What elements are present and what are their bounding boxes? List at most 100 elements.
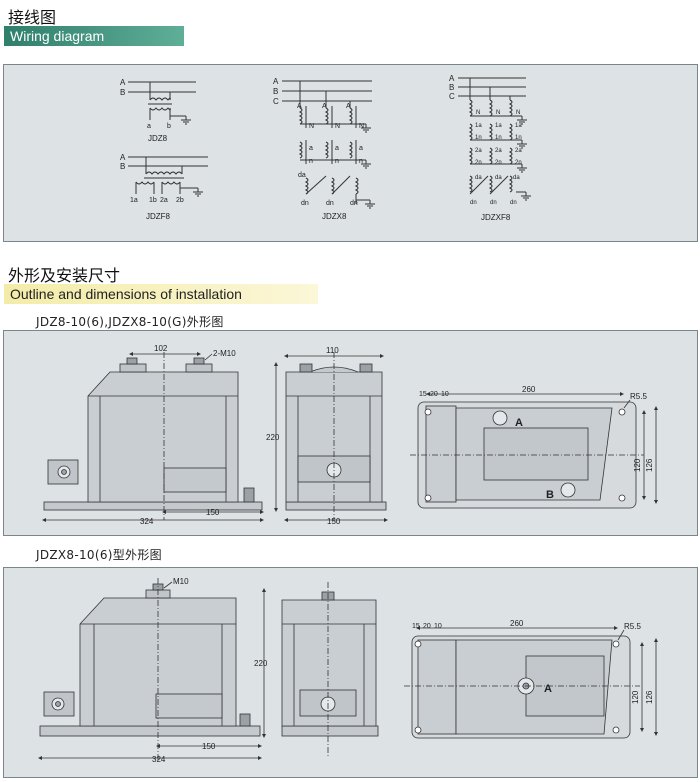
svg-text:1a: 1a — [475, 123, 482, 129]
svg-text:126: 126 — [645, 458, 654, 472]
svg-text:A: A — [120, 78, 126, 87]
svg-text:1a: 1a — [130, 197, 138, 204]
svg-text:2-M10: 2-M10 — [213, 349, 236, 358]
svg-text:324: 324 — [152, 755, 166, 764]
svg-text:1a: 1a — [515, 123, 522, 129]
drawing1-side-view: 110 220 150 — [266, 346, 388, 526]
svg-text:A: A — [297, 103, 302, 110]
svg-text:N: N — [476, 110, 480, 116]
svg-text:1n: 1n — [475, 135, 482, 141]
svg-text:B: B — [546, 489, 554, 501]
svg-text:a: a — [309, 145, 313, 152]
svg-text:126: 126 — [645, 690, 654, 704]
svg-text:20: 20 — [430, 391, 438, 398]
wiring-panel — [3, 64, 698, 242]
svg-text:1n: 1n — [515, 135, 522, 141]
svg-text:N: N — [496, 110, 500, 116]
drawing2-side-view — [281, 582, 379, 756]
svg-text:2n: 2n — [515, 160, 522, 166]
svg-text:260: 260 — [522, 385, 536, 394]
svg-text:R5.5: R5.5 — [624, 622, 641, 631]
svg-text:120: 120 — [631, 690, 640, 704]
svg-text:A: A — [515, 417, 523, 429]
svg-text:a: a — [359, 145, 363, 152]
svg-text:A: A — [120, 153, 126, 162]
wiring-jdzxf8: A B C N N N 1a 1a 1a 1n 1n 1n 2a — [449, 74, 532, 222]
svg-text:C: C — [273, 97, 279, 106]
svg-text:n: n — [335, 158, 339, 165]
svg-text:B: B — [120, 162, 125, 171]
svg-text:A: A — [322, 103, 327, 110]
svg-text:A: A — [449, 74, 455, 83]
svg-text:2a: 2a — [515, 148, 522, 154]
drawing2-subtitle: JDZX8-10(6)型外形图 — [36, 548, 162, 562]
drawing1-subtitle: JDZ8-10(6),JDZX8-10(G)外形图 — [36, 315, 224, 329]
svg-text:dn: dn — [470, 200, 477, 206]
svg-text:15: 15 — [412, 623, 420, 630]
svg-text:2a: 2a — [495, 148, 502, 154]
svg-text:102: 102 — [154, 344, 168, 353]
svg-text:JDZXF8: JDZXF8 — [481, 213, 511, 222]
wiring-jdzx8: A B C A A A N N N a a a n n — [273, 77, 376, 221]
svg-text:220: 220 — [266, 433, 280, 442]
svg-text:2a: 2a — [475, 148, 482, 154]
drawing2-front-view: M10 220 150 324 — [38, 577, 268, 764]
svg-text:a: a — [335, 145, 339, 152]
wiring-title-cn: 接线图 — [8, 8, 57, 27]
svg-text:dn: dn — [326, 200, 334, 207]
svg-text:da: da — [298, 172, 306, 179]
svg-text:10: 10 — [434, 623, 442, 630]
svg-text:N: N — [359, 123, 364, 130]
svg-text:M10: M10 — [173, 577, 189, 586]
svg-text:N: N — [309, 123, 314, 130]
svg-text:N: N — [335, 123, 340, 130]
svg-text:1n: 1n — [495, 135, 502, 141]
svg-text:A: A — [346, 103, 351, 110]
svg-text:150: 150 — [327, 517, 341, 526]
svg-text:15: 15 — [419, 391, 427, 398]
svg-text:2b: 2b — [176, 197, 184, 204]
svg-text:B: B — [120, 88, 125, 97]
svg-text:b: b — [167, 123, 171, 130]
svg-text:B: B — [449, 83, 454, 92]
svg-text:1b: 1b — [149, 197, 157, 204]
svg-text:JDZF8: JDZF8 — [146, 212, 171, 221]
drawing1-front-view: 102 2-M10 324 150 — [42, 344, 264, 526]
svg-text:2n: 2n — [475, 160, 482, 166]
svg-text:a: a — [147, 123, 151, 130]
wiring-jdz8: A B a b JDZ8 — [120, 78, 196, 143]
svg-text:220: 220 — [254, 659, 268, 668]
svg-text:n: n — [359, 158, 363, 165]
outline-title-en: Outline and dimensions of installation — [4, 284, 318, 304]
svg-text:n: n — [309, 158, 313, 165]
outline-title-cn: 外形及安装尺寸 — [8, 266, 121, 285]
svg-text:N: N — [516, 110, 520, 116]
svg-text:JDZX8: JDZX8 — [322, 212, 347, 221]
wiring-jdzf8: A B 1a 1b 2a 2b JDZF8 — [120, 153, 208, 221]
svg-text:10: 10 — [441, 391, 449, 398]
svg-text:260: 260 — [510, 619, 524, 628]
svg-text:da: da — [475, 175, 482, 181]
svg-text:C: C — [449, 92, 455, 101]
svg-text:JDZ8: JDZ8 — [148, 134, 168, 143]
svg-text:150: 150 — [206, 508, 220, 517]
svg-text:B: B — [273, 87, 278, 96]
svg-text:2n: 2n — [495, 160, 502, 166]
svg-text:110: 110 — [326, 346, 339, 355]
svg-text:20: 20 — [423, 623, 431, 630]
svg-text:dn: dn — [301, 200, 309, 207]
svg-text:150: 150 — [202, 742, 216, 751]
wiring-title-en: Wiring diagram — [4, 26, 184, 46]
svg-text:dn: dn — [490, 200, 497, 206]
svg-text:A: A — [544, 683, 552, 695]
svg-text:1a: 1a — [495, 123, 502, 129]
drawing1-top-view: A B 260 15 20 10 R5.5 120 126 — [410, 385, 658, 509]
svg-text:A: A — [273, 77, 279, 86]
svg-text:dn: dn — [350, 200, 358, 207]
drawing2-top-view: A 260 15 20 10 R5.5 120 126 — [404, 619, 658, 739]
svg-text:324: 324 — [140, 517, 154, 526]
svg-text:dn: dn — [510, 200, 517, 206]
svg-text:120: 120 — [633, 458, 642, 472]
svg-text:2a: 2a — [160, 197, 168, 204]
